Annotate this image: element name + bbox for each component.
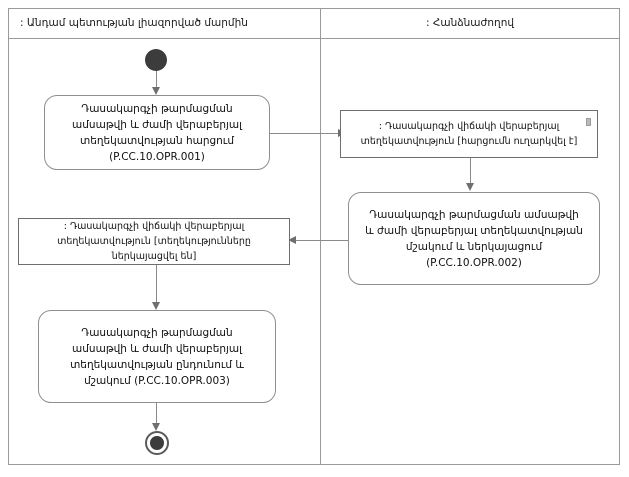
swimlane-vertical-divider — [320, 8, 321, 465]
activity-node-process-p-cc-10-opr-002[interactable]: Դասակարգչի թարմացման ամսաթվի և ժամի վերա… — [348, 192, 600, 285]
object-node-label: : Դասակարգչի վիճակի վերաբերյալ տեղեկատվո… — [57, 221, 251, 262]
edge-start-to-activity1-line — [156, 71, 157, 88]
object-node-classifier-state-info-provided[interactable]: : Դասակարգչի վիճակի վերաբերյալ տեղեկատվո… — [18, 218, 290, 265]
edge-object1-to-activity2-arrowhead — [466, 183, 474, 191]
activity-node-label: Դասակարգչի թարմացման ամսաթվի և ժամի վերա… — [365, 208, 583, 269]
final-node — [145, 431, 169, 455]
edge-activity2-to-object2-arrowhead — [288, 236, 296, 244]
edge-activity3-to-end-arrowhead — [152, 423, 160, 431]
activity-node-label: Դասակարգչի թարմացման ամսաթվի և ժամի վերա… — [72, 102, 242, 163]
activity-node-request-p-cc-10-opr-001[interactable]: Դասակարգչի թարմացման ամսաթվի և ժամի վերա… — [44, 95, 270, 170]
edge-object1-to-activity2-line — [470, 158, 471, 184]
object-node-pin-icon — [586, 118, 591, 126]
edge-activity2-to-object2-line — [290, 240, 348, 241]
object-node-label: : Դասակարգչի վիճակի վերաբերյալ տեղեկատվո… — [360, 121, 578, 147]
activity-node-label: Դասակարգչի թարմացման ամսաթվի և ժամի վերա… — [70, 326, 244, 387]
initial-node — [145, 49, 167, 71]
activity-node-receive-p-cc-10-opr-003[interactable]: Դասակարգչի թարմացման ամսաթվի և ժամի վերա… — [38, 310, 276, 403]
swimlane-title-left: : Անդամ պետության լիազորված մարմին — [20, 17, 248, 29]
edge-activity1-to-object1-line — [270, 133, 340, 134]
edge-object2-to-activity3-arrowhead — [152, 302, 160, 310]
edge-object2-to-activity3-line — [156, 265, 157, 303]
object-node-classifier-state-request-sent[interactable]: : Դասակարգչի վիճակի վերաբերյալ տեղեկատվո… — [340, 110, 598, 158]
swimlane-title-right: : Հանձնաժողով — [425, 17, 515, 29]
lane-header-divider — [8, 38, 620, 39]
edge-start-to-activity1-arrowhead — [152, 87, 160, 95]
edge-activity3-to-end-line — [156, 403, 157, 425]
